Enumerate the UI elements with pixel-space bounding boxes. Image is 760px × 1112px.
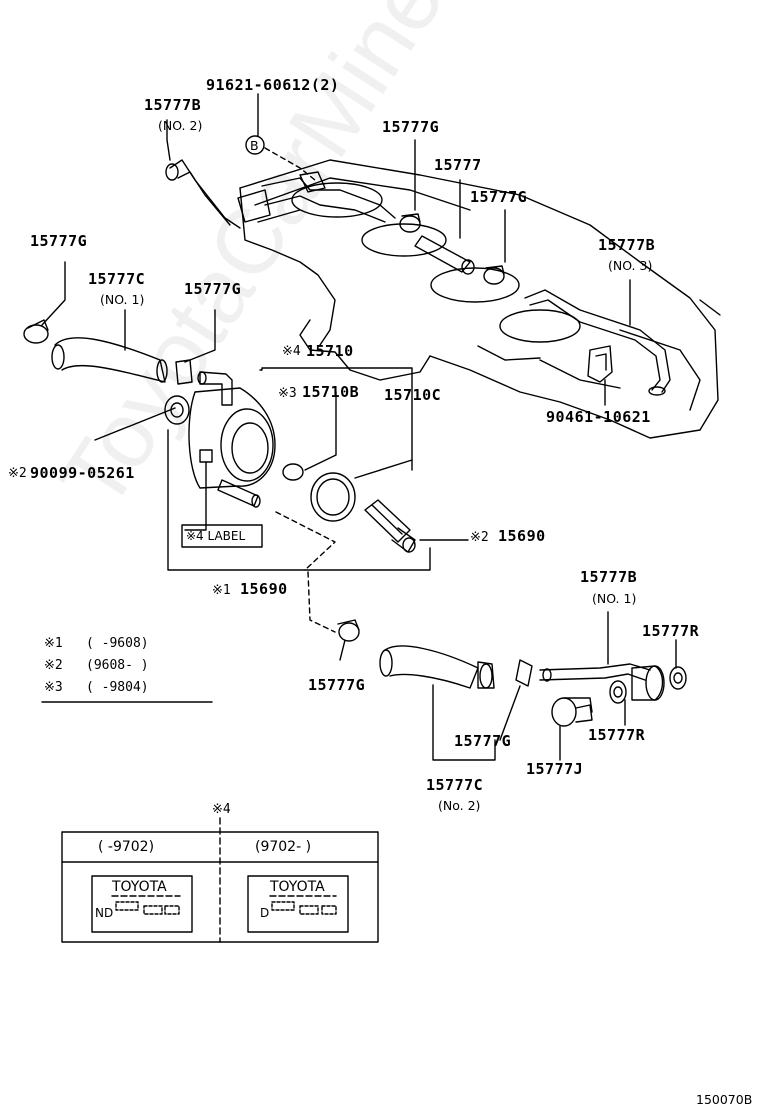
callout-15690-bolt-mark: ※2 — [470, 530, 489, 545]
note-2-range: (9608- ) — [86, 658, 149, 673]
washer-15777r-bottom — [609, 680, 627, 704]
clamp-left-top — [23, 319, 49, 344]
note-2-mark: ※2 — [44, 658, 63, 673]
hose-15777c-no2 — [379, 645, 496, 761]
callout-15710b-mark: ※3 — [278, 386, 297, 401]
callout-15690-bolt: 15690 — [498, 527, 546, 545]
clamp-left-mid — [175, 359, 193, 385]
leader-bolt-b — [264, 147, 316, 181]
label-tag-box — [181, 524, 263, 548]
callout-90099: 90099-05261 — [30, 464, 135, 482]
fitting-right — [631, 665, 665, 701]
note-1-mark: ※1 — [44, 636, 63, 651]
label-table-mark: ※4 — [212, 802, 231, 817]
callout-15777c-no2-sub: (No. 2) — [438, 798, 481, 813]
callout-15777b-no2: 15777B — [144, 96, 202, 114]
clamp-lower-right — [499, 659, 533, 741]
union-bolt-15777j — [551, 697, 593, 761]
callout-15777: 15777 — [434, 156, 482, 174]
callout-15777g-left2: 15777G — [184, 280, 242, 298]
callout-15777b-no3-sub: (NO. 3) — [608, 258, 653, 273]
label-col1-brand: TOYOTA — [112, 879, 167, 895]
callout-90099-mark: ※2 — [8, 466, 27, 481]
callout-15777b-no3: 15777B — [598, 236, 656, 254]
callout-15777g-left: 15777G — [30, 232, 88, 250]
callout-15710: 15710 — [306, 342, 354, 360]
clip-90461 — [587, 345, 613, 383]
callout-15777g-mid: 15777G — [470, 188, 528, 206]
leader-lines — [41, 93, 677, 669]
callout-15777c-no1-sub: (NO. 1) — [100, 292, 145, 307]
label-col1-prefix: ND — [95, 906, 114, 920]
label-col2-prefix: D — [260, 906, 270, 920]
oring-15710b — [282, 463, 304, 481]
callout-15777j: 15777J — [526, 760, 584, 778]
callout-15777r-top: 15777R — [642, 622, 700, 640]
callout-15777c-no1: 15777C — [88, 270, 146, 288]
hose-15777c-no1 — [51, 337, 168, 383]
hose-15777b-no3 — [524, 289, 671, 396]
intake-ports — [291, 182, 581, 343]
ref-b-circle — [245, 135, 265, 155]
callout-15777r-bottom: 15777R — [588, 726, 646, 744]
bracket-15690-assy — [167, 429, 306, 571]
note-3-range: ( -9804) — [86, 680, 149, 695]
engine-block-outline — [239, 159, 721, 439]
oring-15710c — [310, 472, 356, 522]
label-table-col1-header: ( -9702) — [98, 839, 155, 855]
ref-b-letter: B — [250, 138, 259, 153]
label-table-col2-header: (9702- ) — [255, 839, 312, 855]
callout-15777b-no2-sub: (NO. 2) — [158, 118, 203, 133]
washer-15777r-top — [669, 666, 687, 690]
label-tag-text: ※4 LABEL — [186, 529, 246, 543]
bolt-15690 — [364, 499, 416, 553]
callout-15690-assy: 15690 — [240, 580, 288, 598]
gasket-90099 — [164, 395, 190, 425]
label-col2-brand: TOYOTA — [270, 879, 325, 895]
callout-15710-mark: ※4 — [282, 344, 301, 359]
callout-90461: 90461-10621 — [546, 408, 651, 426]
callout-15777b-no1: 15777B — [580, 568, 638, 586]
callout-91621: 91621-60612(2) — [206, 76, 340, 94]
hose-15777b-no2 — [165, 159, 396, 229]
callout-15777c-no2: 15777C — [426, 776, 484, 794]
note-1-range: ( -9608) — [86, 636, 149, 651]
callout-15710c: 15710C — [384, 386, 442, 404]
oil-cooler-15710 — [188, 371, 276, 508]
callout-15777g-lower: 15777G — [308, 676, 366, 694]
callout-15777g-top: 15777G — [382, 118, 440, 136]
label-table — [61, 817, 379, 943]
figure-id: 150070B — [696, 1092, 753, 1107]
callout-15690-assy-mark: ※1 — [212, 583, 231, 598]
hose-15777-short — [414, 235, 475, 275]
clamp-lower-left — [337, 619, 360, 661]
manifold-clamps — [399, 213, 505, 285]
pipe-15777b-no1 — [539, 659, 651, 682]
bracket-15710 — [259, 367, 413, 471]
callout-15777b-no1-sub: (NO. 1) — [592, 591, 637, 606]
note-3-mark: ※3 — [44, 680, 63, 695]
callout-15777g-lower2: 15777G — [454, 732, 512, 750]
callout-15710b: 15710B — [302, 383, 360, 401]
